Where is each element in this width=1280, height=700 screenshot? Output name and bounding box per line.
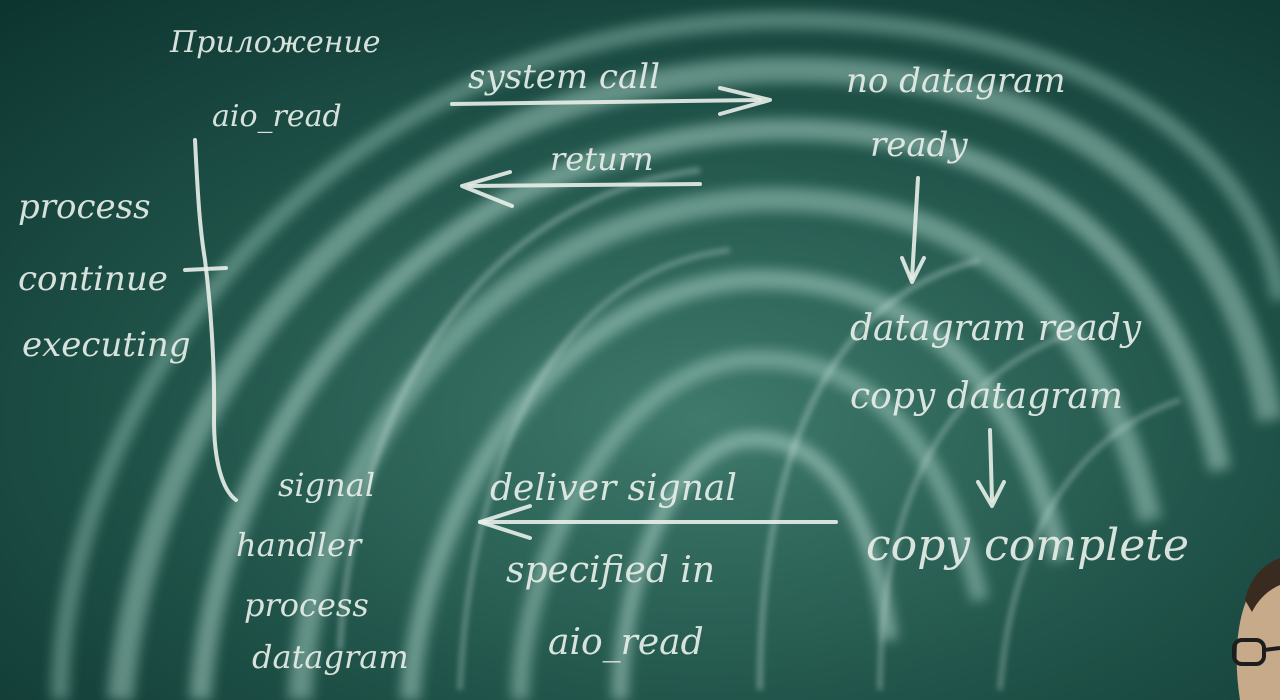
label-top-left: Приложение aio_read — [169, 25, 381, 134]
copy-complete-text: copy complete — [866, 520, 1189, 571]
person-partial — [1232, 558, 1280, 700]
bottom-left-line1: signal — [278, 466, 375, 504]
glasses-icon — [1232, 638, 1266, 666]
top-left-line1: Приложение — [169, 25, 381, 60]
deliver-arrow-head — [478, 504, 532, 540]
specified-line1: specified in — [506, 550, 715, 591]
left-note-line3: executing — [22, 325, 191, 365]
right-top-line2: ready — [870, 125, 968, 165]
arrow-down-2 — [988, 428, 994, 502]
left-note-line1: process — [18, 187, 151, 227]
label-deliver-signal: deliver signal — [490, 468, 737, 509]
label-bottom-left: signal handler process datagram — [236, 466, 409, 676]
eraser-smudges — [51, 10, 1280, 700]
return-arrow-line — [468, 182, 702, 188]
label-right-mid: datagram ready copy datagram — [850, 308, 1142, 417]
label-left-note: process continue executing — [18, 187, 191, 365]
return-text: return — [550, 140, 654, 178]
arrow-down-2-head — [976, 480, 1006, 508]
bottom-left-line3: process — [244, 586, 369, 624]
bottom-left-line2: handler — [236, 526, 363, 564]
right-mid-line2: copy datagram — [850, 376, 1123, 417]
timeline-tick — [183, 266, 228, 272]
specified-line2: aio_read — [548, 622, 704, 663]
return-arrow-head — [460, 170, 514, 208]
arrow-down-1 — [910, 176, 920, 280]
label-system-call: system call — [468, 57, 660, 97]
left-note-line2: continue — [18, 259, 168, 299]
arrow-down-1-head — [900, 256, 926, 284]
bottom-left-line4: datagram — [252, 638, 409, 676]
label-return: return — [550, 140, 654, 178]
timeline-left-line — [193, 138, 238, 502]
label-right-top: no datagram ready — [846, 61, 1066, 165]
deliver-signal-text: deliver signal — [490, 468, 737, 509]
right-mid-line1: datagram ready — [850, 308, 1142, 349]
right-top-line1: no datagram — [846, 61, 1066, 101]
system-call-text: system call — [468, 57, 660, 97]
system-call-arrow-head — [718, 86, 772, 116]
label-copy-complete: copy complete — [866, 520, 1189, 571]
system-call-arrow-line — [450, 98, 762, 106]
label-specified: specified in aio_read — [506, 550, 715, 663]
eraser-streaks — [337, 167, 1181, 691]
top-left-line2: aio_read — [212, 99, 342, 134]
